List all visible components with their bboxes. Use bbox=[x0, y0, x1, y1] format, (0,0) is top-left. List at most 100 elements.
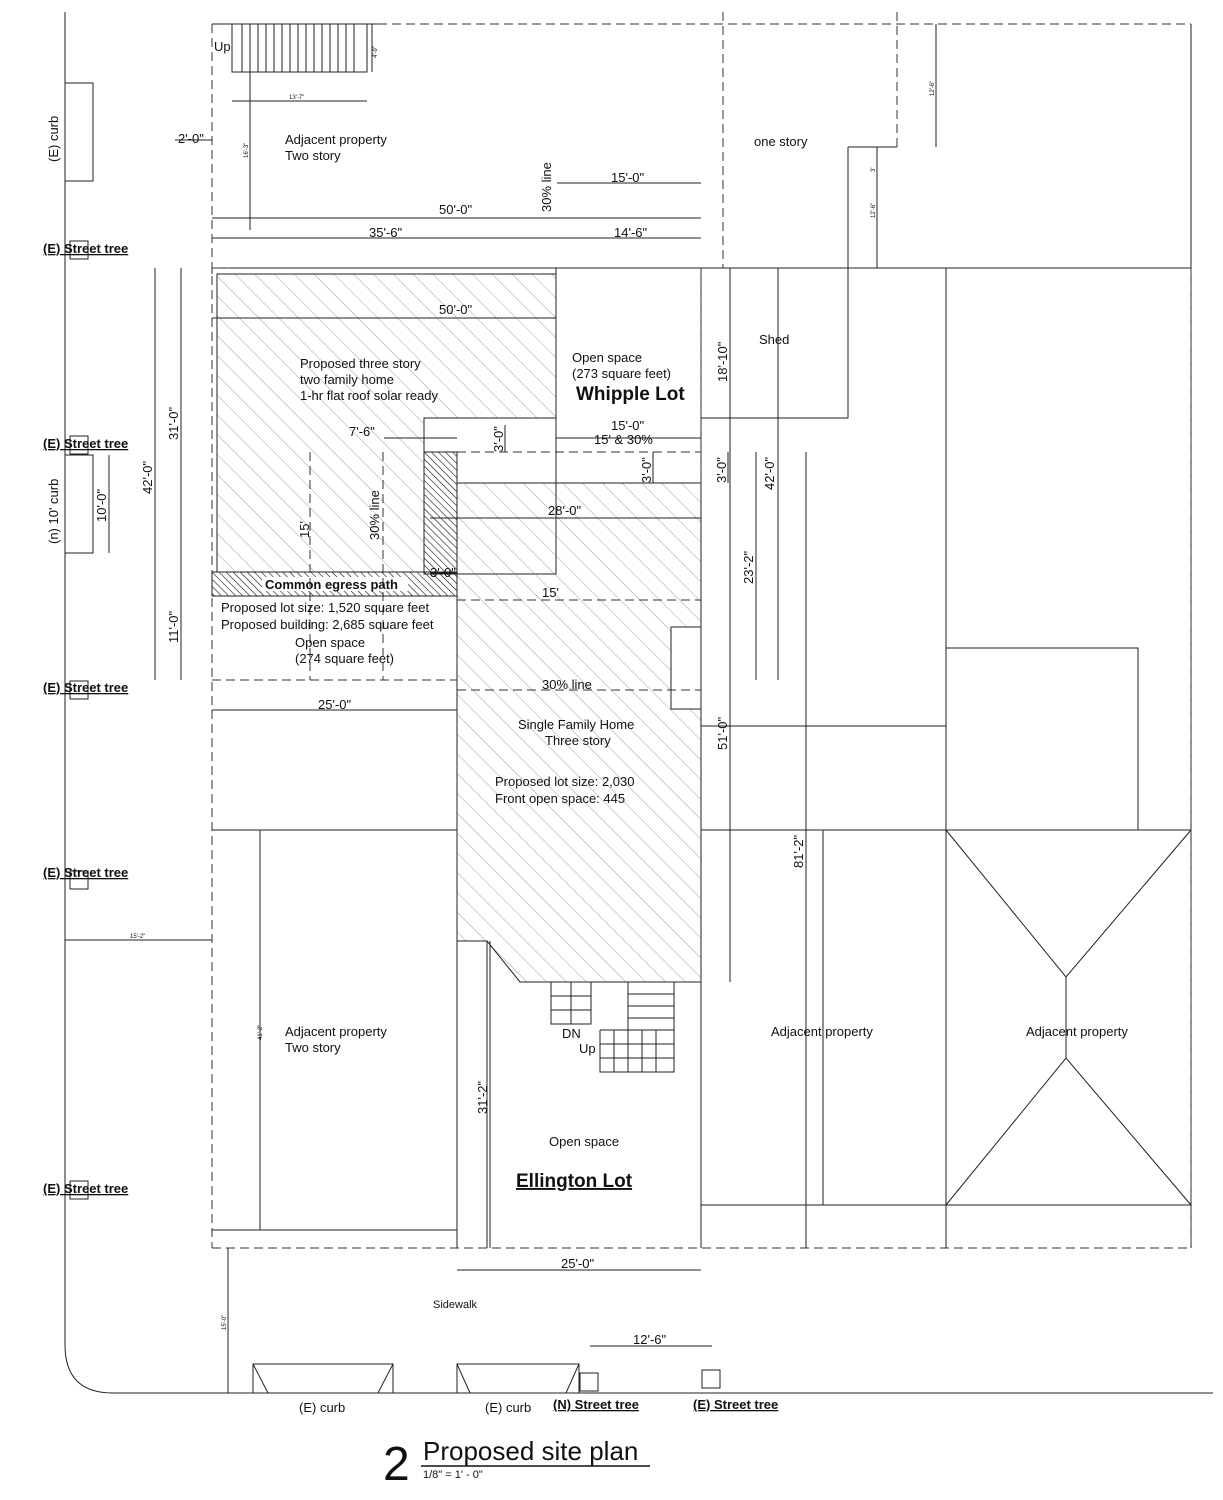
label-n-10-curb: (n) 10' curb bbox=[46, 479, 61, 544]
label-up-top: Up bbox=[214, 39, 231, 54]
label-15-mid: 15' bbox=[542, 585, 559, 600]
dim-15-2: 15'-2" bbox=[130, 934, 145, 940]
label-proposed-home-2: two family home bbox=[300, 372, 394, 387]
title-scale: 1/8" = 1' - 0" bbox=[423, 1469, 483, 1481]
curb-box-mid bbox=[64, 454, 94, 554]
dimension-lines bbox=[65, 24, 937, 1393]
label-30-line-top: 30% line bbox=[539, 162, 554, 212]
label-30-line-mid: 30% line bbox=[367, 490, 382, 540]
title-number: 2 bbox=[383, 1438, 410, 1491]
label-proposed-home-3: 1-hr flat roof solar ready bbox=[300, 388, 439, 403]
label-15-left: 15' bbox=[297, 521, 312, 538]
dim-10-0: 10'-0" bbox=[94, 488, 109, 522]
label-one-story: one story bbox=[754, 134, 808, 149]
label-e-curb-vertical: (E) curb bbox=[46, 116, 61, 162]
dim-81-2: 81'-2" bbox=[791, 834, 806, 868]
label-n-street-tree: (N) Street tree bbox=[553, 1397, 639, 1412]
dim-14-6: 14'-6" bbox=[614, 225, 648, 240]
dim-50-0-top: 50'-0" bbox=[439, 202, 473, 217]
top-stairs bbox=[231, 23, 368, 73]
dim-15-0-side: 15'-0" bbox=[222, 1315, 228, 1330]
curb-box-bottom-2 bbox=[456, 1363, 580, 1394]
dim-4-9: 4'-9" bbox=[373, 46, 379, 58]
label-proposed-building: Proposed building: 2,685 square feet bbox=[221, 617, 434, 632]
label-proposed-lot-size-2: Proposed lot size: 2,030 bbox=[495, 774, 634, 789]
label-30-line-lower: 30% line bbox=[542, 677, 592, 692]
title-name: Proposed site plan bbox=[423, 1436, 638, 1466]
dim-15-0-mid: 15'-0" bbox=[611, 418, 645, 433]
label-adjacent-left-1: Adjacent property bbox=[285, 1024, 387, 1039]
label-open-space-lower-1: Open space bbox=[295, 635, 365, 650]
dim-13-7: 13'-7" bbox=[289, 95, 304, 101]
dim-23-2: 23'-2" bbox=[741, 550, 756, 584]
one-story-outline bbox=[701, 146, 897, 419]
dim-12-6-top: 12'-6" bbox=[930, 81, 936, 96]
label-adjacent-left-2: Two story bbox=[285, 1040, 341, 1055]
label-proposed-home-1: Proposed three story bbox=[300, 356, 421, 371]
dim-25-0-bottom: 25'-0" bbox=[561, 1256, 595, 1271]
label-adjacent-right: Adjacent property bbox=[1026, 1024, 1128, 1039]
label-adjacent-top-2: Two story bbox=[285, 148, 341, 163]
dim-2-0: 2'-0" bbox=[178, 131, 204, 146]
label-up-stairs: Up bbox=[579, 1041, 596, 1056]
dim-31-0: 31'-0" bbox=[166, 406, 181, 440]
tree-box-5 bbox=[69, 1180, 89, 1200]
label-street-tree-5: (E) Street tree bbox=[43, 1181, 128, 1196]
dim-15-30: 15' & 30% bbox=[594, 432, 653, 447]
dim-3-0-a: 3'-0" bbox=[491, 426, 506, 452]
dim-12-6-mid: 12'-6" bbox=[871, 203, 877, 218]
curb-box-bottom-1 bbox=[252, 1363, 394, 1394]
dim-7-6: 7'-6" bbox=[349, 424, 375, 439]
dim-25-0-top: 25'-0" bbox=[318, 697, 352, 712]
front-stairs bbox=[550, 981, 675, 1073]
dim-51-0: 51'-0" bbox=[715, 716, 730, 750]
dim-42-0-right: 42'-0" bbox=[762, 456, 777, 490]
label-street-tree-1: (E) Street tree bbox=[43, 241, 128, 256]
dim-15-0-top: 15'-0" bbox=[611, 170, 645, 185]
egress-hatch-vertical bbox=[423, 451, 458, 573]
dim-31-2: 31'-2" bbox=[475, 1080, 490, 1114]
label-e-street-tree-bottom: (E) Street tree bbox=[693, 1397, 778, 1412]
label-open-space-ellington: Open space bbox=[549, 1134, 619, 1149]
adjacent-roof bbox=[945, 829, 1192, 1206]
tree-box-1 bbox=[69, 240, 89, 260]
label-front-open-space: Front open space: 445 bbox=[495, 791, 625, 806]
label-single-family-1: Single Family Home bbox=[518, 717, 634, 732]
tree-box-e-bottom bbox=[701, 1369, 721, 1389]
tree-box-2 bbox=[69, 435, 89, 455]
label-adjacent-top-1: Adjacent property bbox=[285, 132, 387, 147]
tree-box-n bbox=[579, 1372, 599, 1392]
dim-3-0-b: 3'-0" bbox=[639, 457, 654, 483]
dim-11-0: 11'-0" bbox=[166, 610, 181, 643]
dim-18-10: 18'-10" bbox=[715, 341, 730, 382]
label-shed: Shed bbox=[759, 332, 789, 347]
top-stairs-treads bbox=[241, 24, 355, 72]
dim-41-2: 41'-2" bbox=[258, 1025, 264, 1040]
label-e-curb-bottom-1: (E) curb bbox=[299, 1400, 345, 1415]
dim-3-0-c: 3'-0" bbox=[714, 457, 729, 483]
curb-box-top bbox=[64, 82, 94, 182]
dim-12-6-bottom: 12'-6" bbox=[633, 1332, 667, 1347]
bay-window bbox=[670, 626, 702, 710]
label-whipple-lot: Whipple Lot bbox=[576, 384, 685, 405]
label-dn: DN bbox=[562, 1026, 581, 1041]
dim-42-0-left: 42'-0" bbox=[140, 460, 155, 494]
label-sidewalk: Sidewalk bbox=[433, 1299, 478, 1311]
curb-line bbox=[64, 12, 1213, 1394]
dim-3-small: 3' bbox=[871, 168, 877, 172]
label-adjacent-mid: Adjacent property bbox=[771, 1024, 873, 1039]
label-common-egress: Common egress path bbox=[265, 577, 398, 592]
dim-16-3: 16'-3" bbox=[244, 143, 250, 158]
tree-box-4 bbox=[69, 870, 89, 890]
label-open-space-lower-2: (274 square feet) bbox=[295, 651, 394, 666]
label-e-curb-bottom-2: (E) curb bbox=[485, 1400, 531, 1415]
common-egress-hatch bbox=[211, 571, 458, 597]
label-open-space-whipple-2: (273 square feet) bbox=[572, 366, 671, 381]
label-ellington-lot: Ellington Lot bbox=[516, 1171, 633, 1192]
label-open-space-whipple-1: Open space bbox=[572, 350, 642, 365]
label-single-family-2: Three story bbox=[545, 733, 611, 748]
label-street-tree-2: (E) Street tree bbox=[43, 436, 128, 451]
label-street-tree-4: (E) Street tree bbox=[43, 865, 128, 880]
dim-50-0-mid: 50'-0" bbox=[439, 302, 473, 317]
